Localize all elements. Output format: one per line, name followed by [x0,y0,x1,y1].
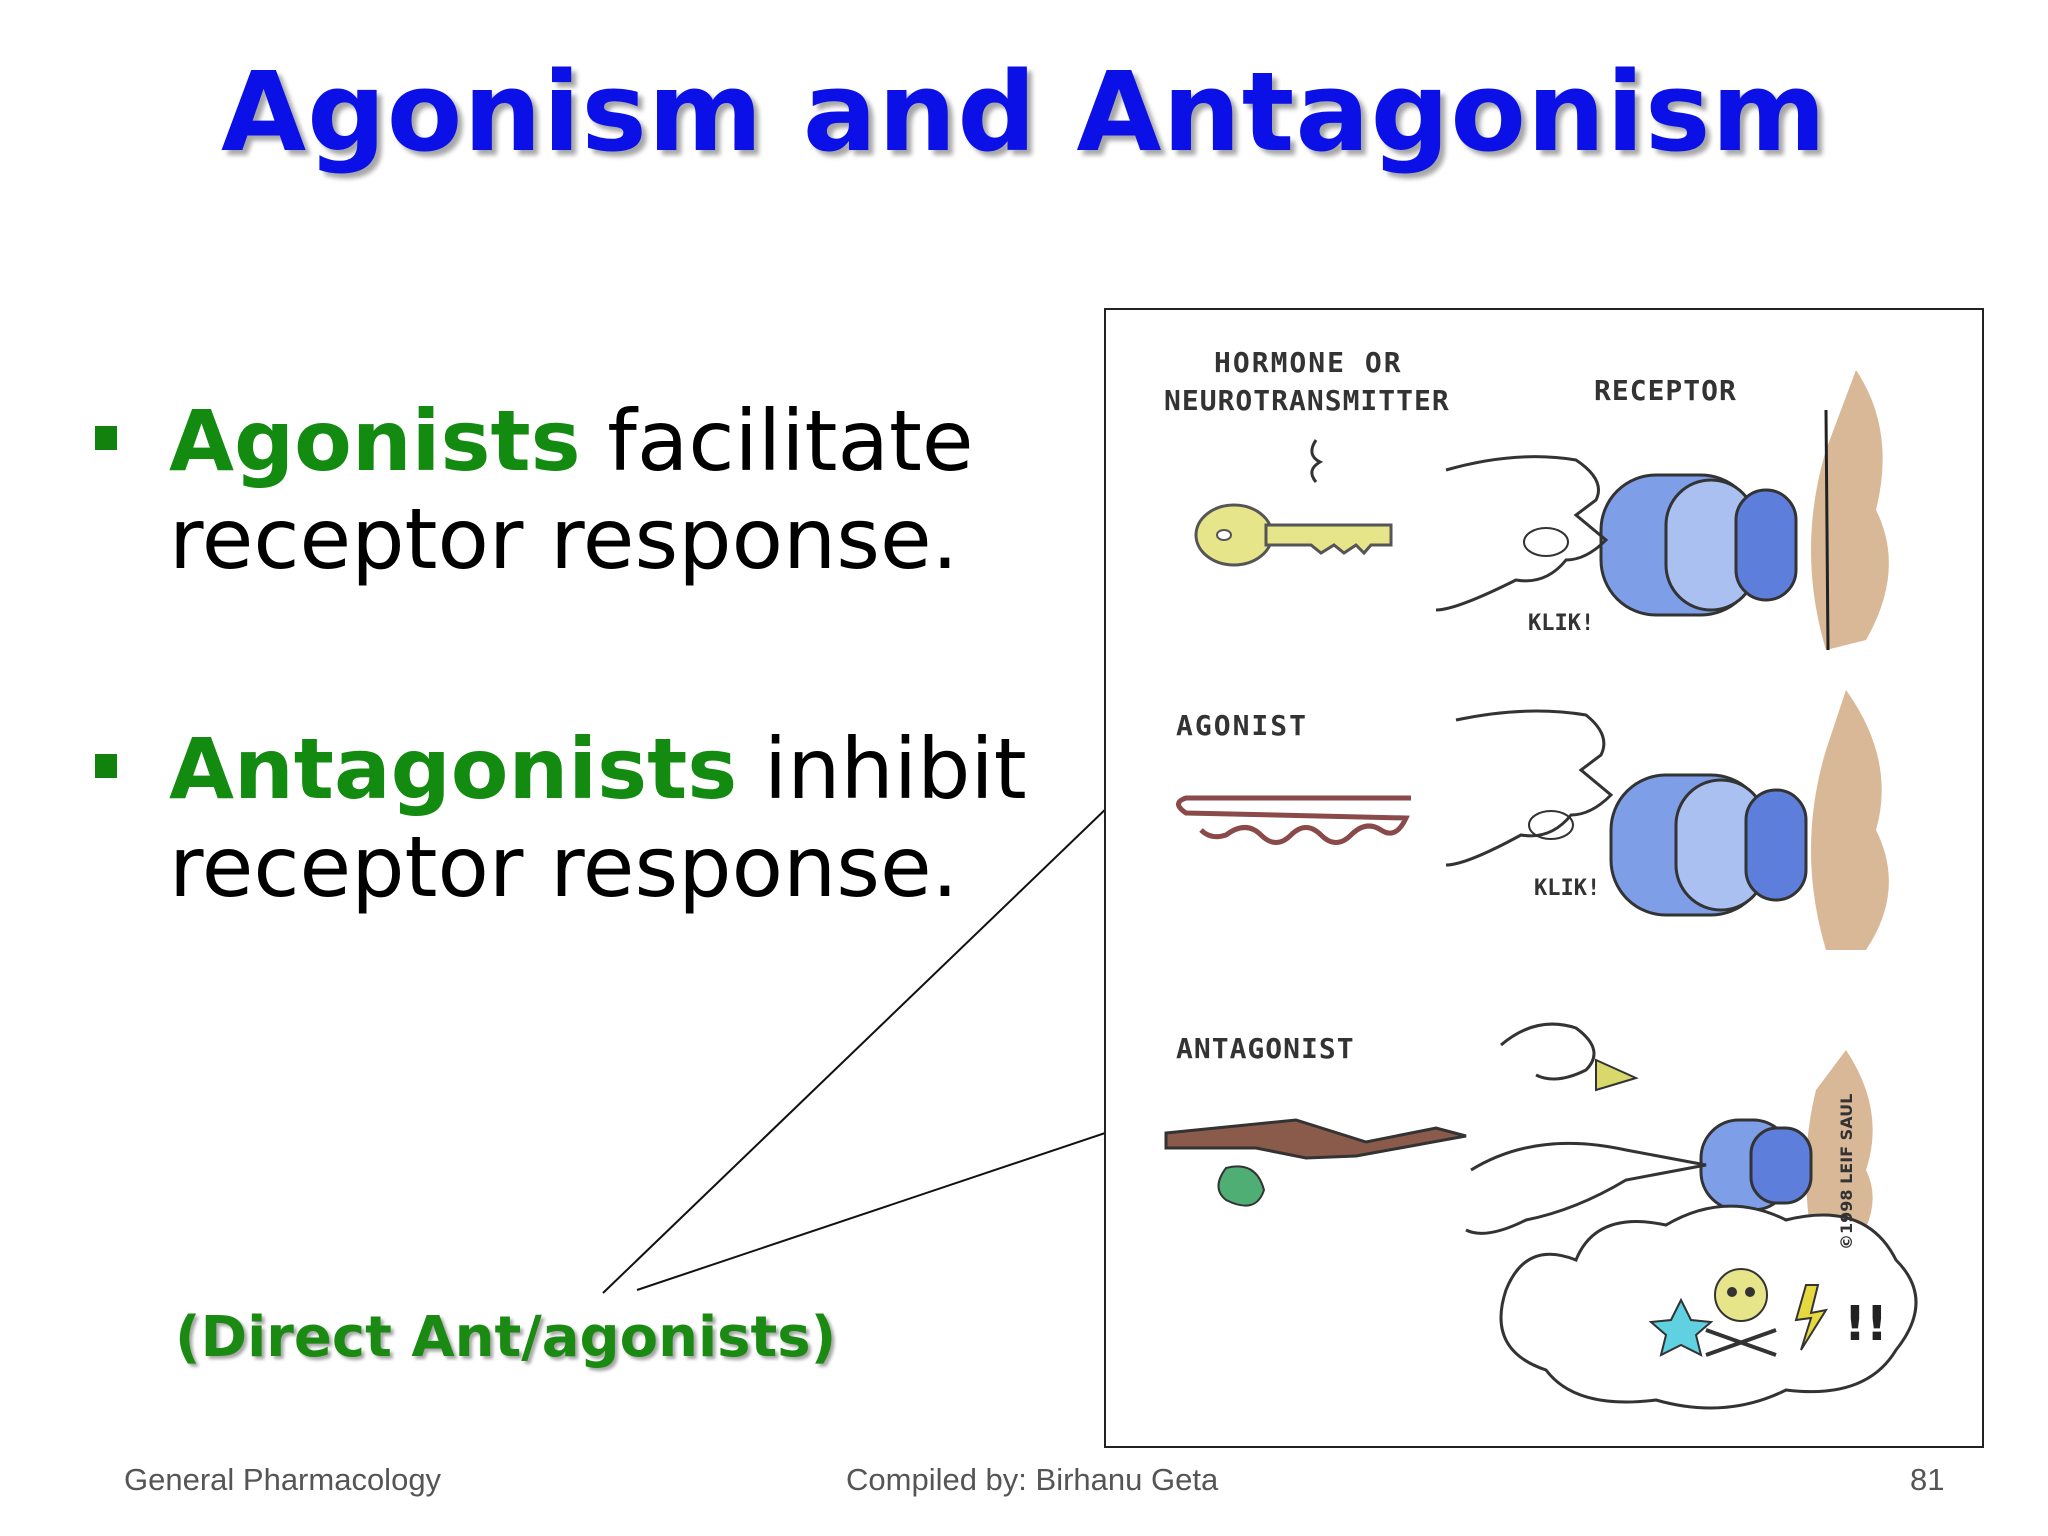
wall-strip-1 [1811,370,1889,650]
hairpin-agonist-icon [1176,795,1411,845]
key-icon [1194,503,1393,567]
slide-title: Agonism and Antagonism [220,48,1828,176]
exclaim-mark: !! [1844,1296,1888,1352]
star-icon [1648,1297,1714,1357]
skull-icon [1705,1268,1777,1357]
callout-line-antagonist [636,1121,1139,1291]
footer-compiled: Compiled by: Birhanu Geta [846,1462,1219,1497]
direct-callout: (Direct Ant/agonists) [175,1305,837,1370]
label-klik-2: KLIK! [1534,876,1600,901]
wall-strip-2 [1811,690,1889,950]
hand-icon [1465,1141,1707,1235]
stick-antagonist-icon [1164,1118,1467,1160]
label-agonist: AGONIST [1176,709,1308,742]
receptor-knob-icon [1609,773,1808,917]
label-hormone: HORMONE OR [1214,346,1403,379]
label-receptor: RECEPTOR [1594,374,1737,407]
footer-course: General Pharmacology [124,1462,442,1497]
illustration-drawing: !! HORMONE OR NEUROTRANSMITTER RECEPTOR … [1164,346,1918,1410]
label-klik-1: KLIK! [1528,611,1594,636]
bullet-text: Antagonists inhibit receptor response. [169,720,1069,916]
thought-bubble [1499,1204,1918,1410]
hand-icon [1435,455,1609,612]
bullet-text: Agonists facilitate receptor response. [169,392,1069,588]
label-credit: ©1998 LEIF SAUL [1837,1094,1856,1250]
leaf-icon [1217,1165,1266,1207]
receptor-knob-icon [1699,1118,1813,1212]
footer-page-number: 81 [1910,1462,1945,1497]
receptor-knob-icon [1599,473,1798,617]
bullet-term: Antagonists [169,720,738,818]
lightning-icon [1794,1284,1829,1351]
hand-icon [1445,709,1614,867]
bullet-marker [95,426,117,450]
illustration-panel: !! HORMONE OR NEUROTRANSMITTER RECEPTOR … [1104,308,1984,1448]
bullet-rest: facilitate receptor response. [169,392,974,588]
label-antagonist: ANTAGONIST [1176,1032,1355,1065]
hand-icon [1500,1022,1596,1081]
wall-strip-3 [1806,1050,1873,1260]
bullet-marker [95,754,117,778]
label-neurotransmitter: NEUROTRANSMITTER [1164,384,1450,417]
bullet-term: Agonists [169,392,581,490]
